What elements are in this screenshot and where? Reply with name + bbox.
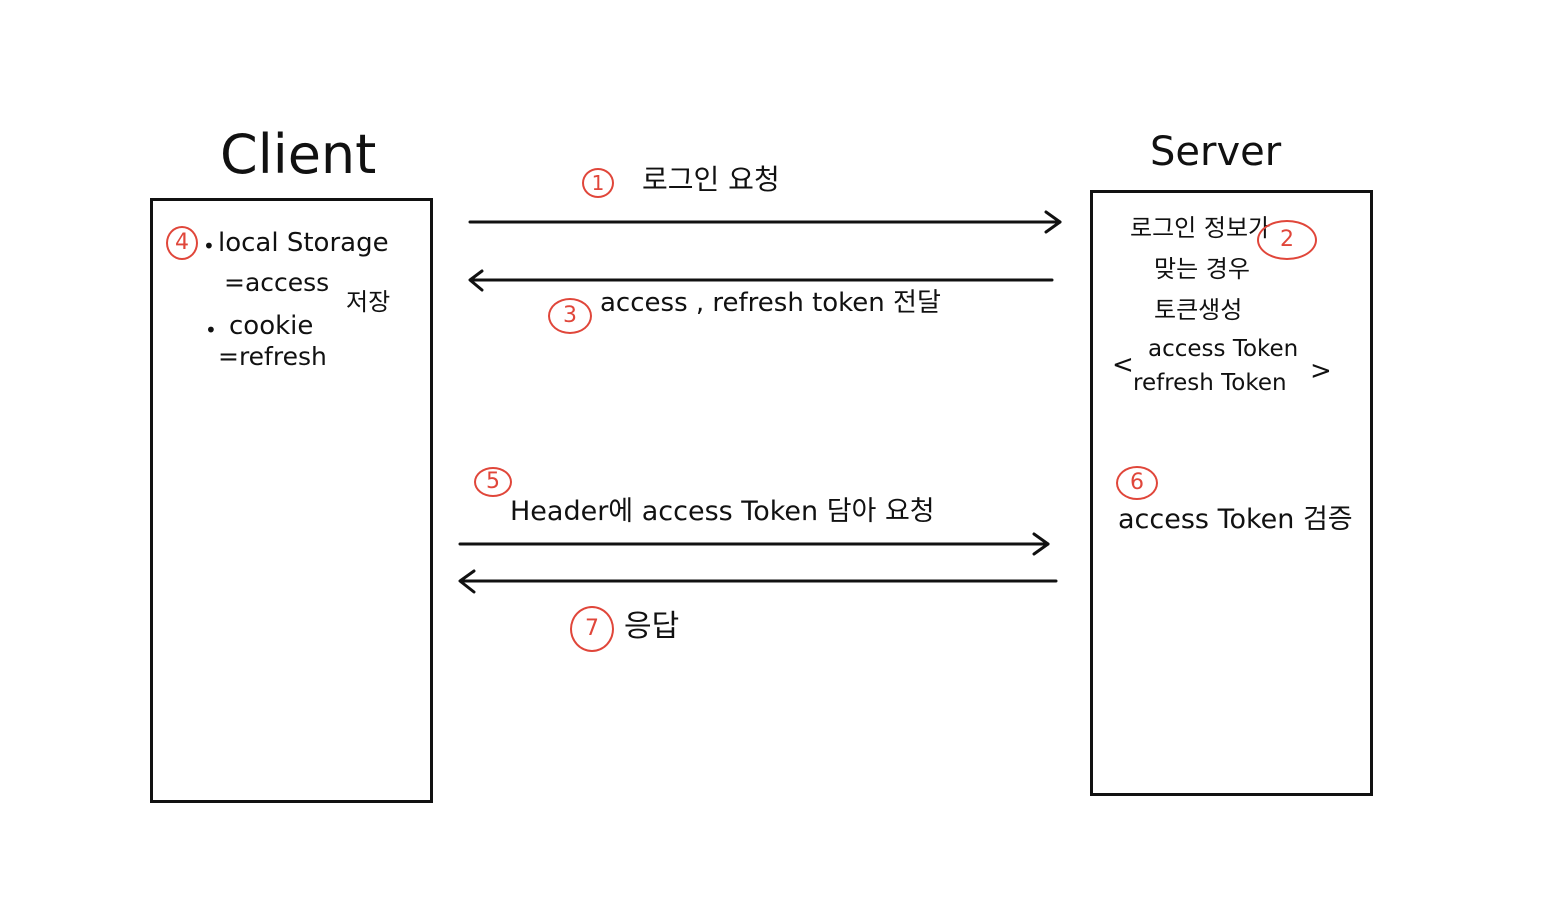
client-title: Client — [220, 123, 377, 186]
step-5-label: Header에 access Token 담아 요청 — [510, 496, 935, 527]
server-line2: 맞는 경우 — [1154, 255, 1250, 283]
step-3-badge: 3 — [548, 298, 592, 334]
client-save-label: 저장 — [346, 288, 391, 316]
bullet-icon: • — [205, 318, 217, 342]
server-line3: 토큰생성 — [1154, 296, 1243, 324]
server-title: Server — [1150, 129, 1282, 175]
step-4-badge: 4 — [166, 226, 198, 260]
step-7-badge: 7 — [570, 606, 614, 652]
step-2-badge: 2 — [1257, 220, 1317, 260]
arrowhead-right-icon — [1032, 532, 1050, 556]
server-bracket-close: > — [1310, 356, 1332, 386]
arrowhead-left-icon — [468, 269, 484, 292]
arrowhead-right-icon — [1044, 210, 1062, 234]
server-verify-label: access Token 검증 — [1118, 504, 1353, 535]
step-1-badge: 1 — [582, 168, 614, 198]
client-storage-line2: =access — [224, 268, 330, 297]
step-1-label: 로그인 요청 — [642, 163, 780, 196]
server-line1: 로그인 정보가 — [1130, 214, 1271, 242]
step-5-badge: 5 — [474, 467, 512, 497]
server-box — [1090, 190, 1373, 796]
arrowhead-left-icon — [458, 569, 476, 594]
step-6-badge: 6 — [1116, 466, 1158, 500]
bullet-icon: • — [203, 234, 215, 258]
server-bracket-open: < — [1112, 350, 1134, 380]
client-cookie-line1: cookie — [229, 311, 314, 341]
server-token1: access Token — [1148, 336, 1299, 362]
server-token2: refresh Token — [1133, 370, 1287, 396]
step-3-label: access , refresh token 전달 — [600, 288, 941, 318]
step-7-label: 응답 — [624, 609, 680, 644]
client-box — [150, 198, 433, 803]
client-cookie-line2: =refresh — [218, 342, 327, 371]
client-storage-line1: local Storage — [218, 228, 389, 258]
